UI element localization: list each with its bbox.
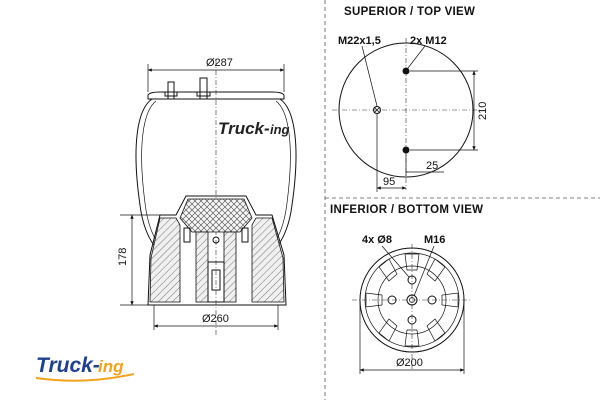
watermark-main: Truck- [218, 119, 270, 138]
top-plate [147, 91, 285, 100]
piston-wall-right [251, 217, 285, 303]
dim-stud-spacing: 210 [477, 102, 489, 120]
top-view-title: SUPERIOR / TOP VIEW [344, 6, 475, 18]
bottom-view [352, 244, 472, 374]
mount-hole-left [387, 295, 397, 305]
logo-main: Truck- [36, 354, 100, 377]
inner-core-left [195, 231, 209, 303]
dim-stud-offset: 25 [426, 160, 438, 172]
bumper [179, 198, 253, 233]
label-holes: 4x Ø8 [362, 234, 392, 246]
piston-wall-left [149, 217, 181, 303]
dim-fitting-offset: 95 [383, 176, 395, 188]
piston-ribs [365, 253, 459, 347]
dim-bottom-diameter: Ø200 [396, 357, 423, 369]
brand-logo: Truck- ing [35, 354, 135, 382]
air-fitting [199, 77, 208, 100]
stud-hole-top [402, 67, 410, 75]
mount-hole-top [407, 275, 417, 285]
mount-hole-bottom [407, 315, 417, 325]
stud-left [167, 81, 175, 100]
piston [147, 195, 287, 306]
inner-core-right [223, 231, 237, 303]
bellows-left [135, 98, 159, 251]
label-air-fitting: M22x1,5 [338, 35, 381, 47]
dim-height: 178 [117, 248, 129, 266]
logo-suffix: ing [98, 357, 124, 376]
watermark-suffix: ing [270, 122, 290, 137]
dim-top-diameter: Ø287 [206, 57, 233, 69]
top-view [332, 38, 480, 192]
bellows-right [273, 98, 297, 251]
air-fitting-hole [373, 106, 381, 114]
logo-swoosh [35, 373, 135, 382]
dim-piston-diameter: Ø260 [202, 313, 229, 325]
label-center-thread: M16 [424, 234, 445, 246]
side-section-view [120, 60, 297, 335]
label-studs: 2x M12 [410, 35, 447, 47]
mount-hole-right [427, 295, 437, 305]
bottom-view-title: INFERIOR / BOTTOM VIEW [330, 204, 483, 216]
center-thread [406, 294, 418, 306]
